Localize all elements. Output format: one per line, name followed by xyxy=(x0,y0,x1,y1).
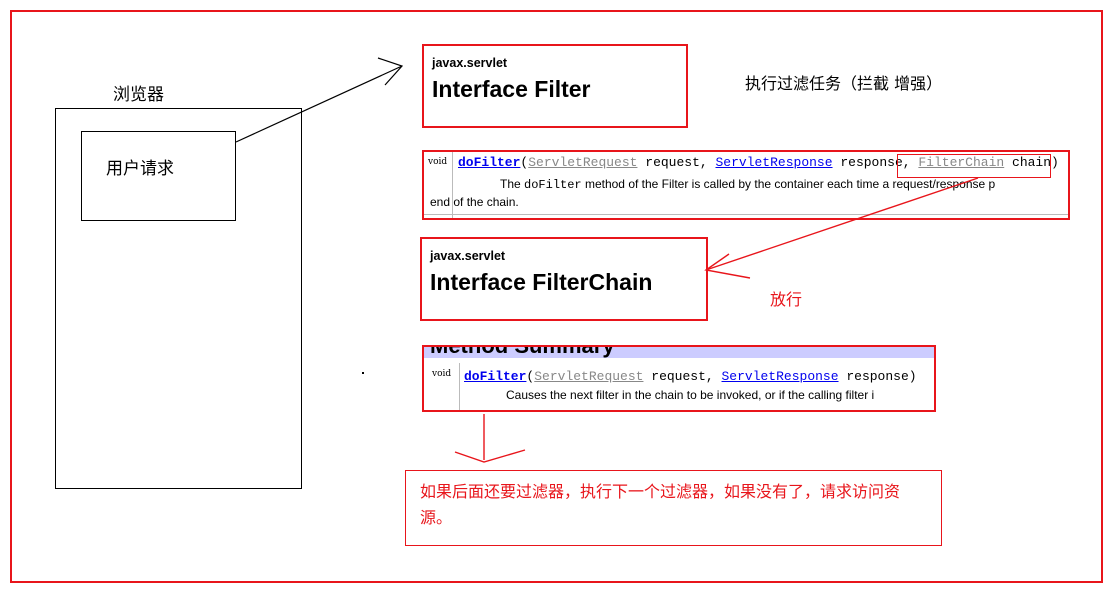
request-arrow-head xyxy=(377,57,404,86)
filter-param2-name: response, xyxy=(840,155,911,170)
note-box: 如果后面还要过滤器，执行下一个过滤器，如果没有了，请求访问资源。 xyxy=(405,470,942,546)
chain-dofilter-box: Method Summary void doFilter(ServletRequ… xyxy=(422,345,936,412)
chain-method-description: Causes the next filter in the chain to b… xyxy=(506,388,875,402)
filterchain-package-label: javax.servlet xyxy=(430,249,506,263)
browser-box xyxy=(55,108,302,489)
column-separator xyxy=(452,152,453,218)
filterchain-interface-box: javax.servlet Interface FilterChain xyxy=(420,237,708,321)
filterchain-param-highlight xyxy=(897,154,1051,178)
release-annotation: 放行 xyxy=(770,290,803,309)
browser-label: 浏览器 xyxy=(113,85,164,105)
filter-package-label: javax.servlet xyxy=(432,56,508,70)
filter-desc-code: doFilter xyxy=(524,178,582,192)
filter-servletrequest-link[interactable]: ServletRequest xyxy=(528,155,638,170)
filter-desc-post: method of the Filter is called by the co… xyxy=(581,177,996,191)
filter-param3-name: chain) xyxy=(1012,155,1059,170)
method-summary-heading: Method Summary xyxy=(430,347,615,358)
filter-interface-name: Interface Filter xyxy=(432,76,591,102)
outer-frame xyxy=(10,10,1103,583)
request-arrow-line xyxy=(235,65,403,143)
filterchain-param-link[interactable]: FilterChain xyxy=(918,155,1005,170)
filter-servletresponse-link[interactable]: ServletResponse xyxy=(715,155,833,170)
filter-param1-name: request, xyxy=(645,155,708,170)
filter-dofilter-box: void doFilter(ServletRequest request, Se… xyxy=(422,150,1070,220)
chain-arrow-line xyxy=(705,177,979,271)
filter-method-description: The doFilter method of the Filter is cal… xyxy=(500,177,995,192)
filter-method-description-line2: end of the chain. xyxy=(430,195,519,209)
note-text: 如果后面还要过滤器，执行下一个过滤器，如果没有了，请求访问资源。 xyxy=(420,482,901,527)
row-separator xyxy=(424,214,1068,215)
chain-arrow-head xyxy=(704,253,751,279)
chain-param1-name: request, xyxy=(651,369,714,384)
filter-task-annotation: 执行过滤任务（拦截 增强） xyxy=(745,74,943,93)
chain-param2-name: response) xyxy=(846,369,917,384)
chain-dofilter-link[interactable]: doFilter xyxy=(464,369,527,384)
filter-interface-box: javax.servlet Interface Filter xyxy=(422,44,688,128)
filter-method-signature: doFilter(ServletRequest request, Servlet… xyxy=(458,155,1059,170)
chain-return-type: void xyxy=(432,369,452,379)
filter-return-type: void xyxy=(428,157,448,167)
chain-servletresponse-link[interactable]: ServletResponse xyxy=(721,369,839,384)
filterchain-interface-name: Interface FilterChain xyxy=(430,269,653,295)
filter-dofilter-link[interactable]: doFilter xyxy=(458,155,521,170)
chain-servletrequest-link[interactable]: ServletRequest xyxy=(534,369,644,384)
note-arrow-head xyxy=(454,449,526,463)
user-request-box xyxy=(81,131,236,221)
method-summary-band: Method Summary xyxy=(424,347,934,358)
column-separator xyxy=(459,363,460,410)
stray-dot xyxy=(362,372,364,374)
user-request-label: 用户请求 xyxy=(106,159,174,179)
filter-desc-pre: The xyxy=(500,177,525,191)
chain-method-signature: doFilter(ServletRequest request, Servlet… xyxy=(464,369,917,384)
